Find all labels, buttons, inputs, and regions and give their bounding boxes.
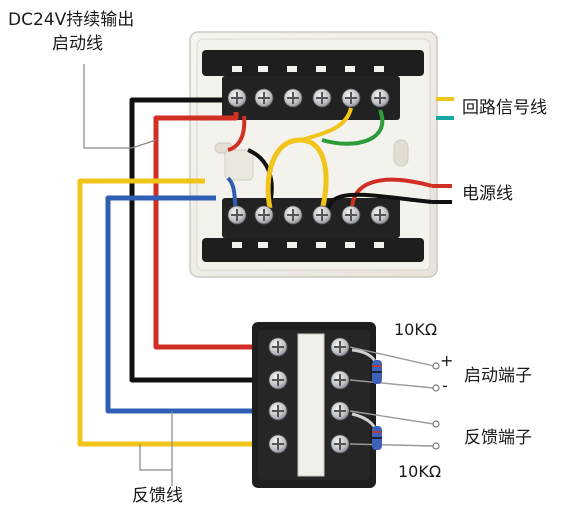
minus-sign-label: - xyxy=(442,376,448,395)
top-terminal-block xyxy=(222,76,400,120)
screw-terminal-icon xyxy=(341,205,361,225)
screw-terminal-icon xyxy=(268,434,288,454)
plus-sign-label: + xyxy=(440,351,454,370)
terminal-leads xyxy=(349,346,435,447)
screw-terminal-icon xyxy=(330,401,350,421)
loop-signal-yellow-swatch xyxy=(436,97,454,101)
screw-terminal-icon xyxy=(254,88,274,108)
screw-terminal-icon xyxy=(330,370,350,390)
screw-terminal-icon xyxy=(330,434,350,454)
resistor-icon xyxy=(351,348,382,384)
resistor-icon xyxy=(351,412,382,450)
yellow-feedback-wire xyxy=(77,178,262,447)
leader-lines xyxy=(83,64,173,486)
screw-terminal-icon xyxy=(330,337,350,357)
terminal-strip xyxy=(252,322,376,488)
loop-signal-line-label: 回路信号线 xyxy=(462,98,547,118)
loop-signal-teal-swatch xyxy=(436,116,454,120)
internal-green-wire xyxy=(321,109,385,146)
screw-terminal-icon xyxy=(283,88,303,108)
resistor-top-label: 10KΩ xyxy=(394,320,438,339)
module-box xyxy=(189,31,438,278)
screw-terminal-icon xyxy=(227,205,247,225)
terminal-end-dots xyxy=(432,362,440,450)
internal-yellow-signal-wire xyxy=(301,107,353,142)
start-line-label: 启动线 xyxy=(52,34,103,54)
power-red-swatch xyxy=(432,184,452,188)
feedback-terminal-label: 反馈端子 xyxy=(464,428,532,448)
screw-terminal-icon xyxy=(370,88,390,108)
power-line-label: 电源线 xyxy=(462,184,513,204)
power-black-swatch xyxy=(432,200,452,204)
internal-red-power-wire xyxy=(350,177,433,211)
black-start-wire xyxy=(129,97,262,383)
resistor-bottom-label: 10KΩ xyxy=(398,462,442,481)
screw-terminal-icon xyxy=(283,205,303,225)
blue-feedback-wire xyxy=(105,195,262,414)
screw-terminal-icon xyxy=(341,88,361,108)
internal-red-wire xyxy=(227,115,247,152)
screw-terminal-icon xyxy=(268,370,288,390)
screw-terminal-icon xyxy=(268,337,288,357)
dc24v-output-label: DC24V持续输出 xyxy=(8,10,135,30)
internal-black-power-wire xyxy=(326,192,433,211)
feedback-line-label: 反馈线 xyxy=(132,486,183,506)
internal-yellow-loop-wire xyxy=(265,137,329,211)
screw-terminal-icon xyxy=(312,205,332,225)
start-terminal-label: 启动端子 xyxy=(464,366,532,386)
screw-terminal-icon xyxy=(254,205,274,225)
screw-terminal-icon xyxy=(268,401,288,421)
screw-terminal-icon xyxy=(370,205,390,225)
screw-terminal-icon xyxy=(312,88,332,108)
red-start-wire xyxy=(153,112,262,350)
screw-terminal-icon xyxy=(227,88,247,108)
